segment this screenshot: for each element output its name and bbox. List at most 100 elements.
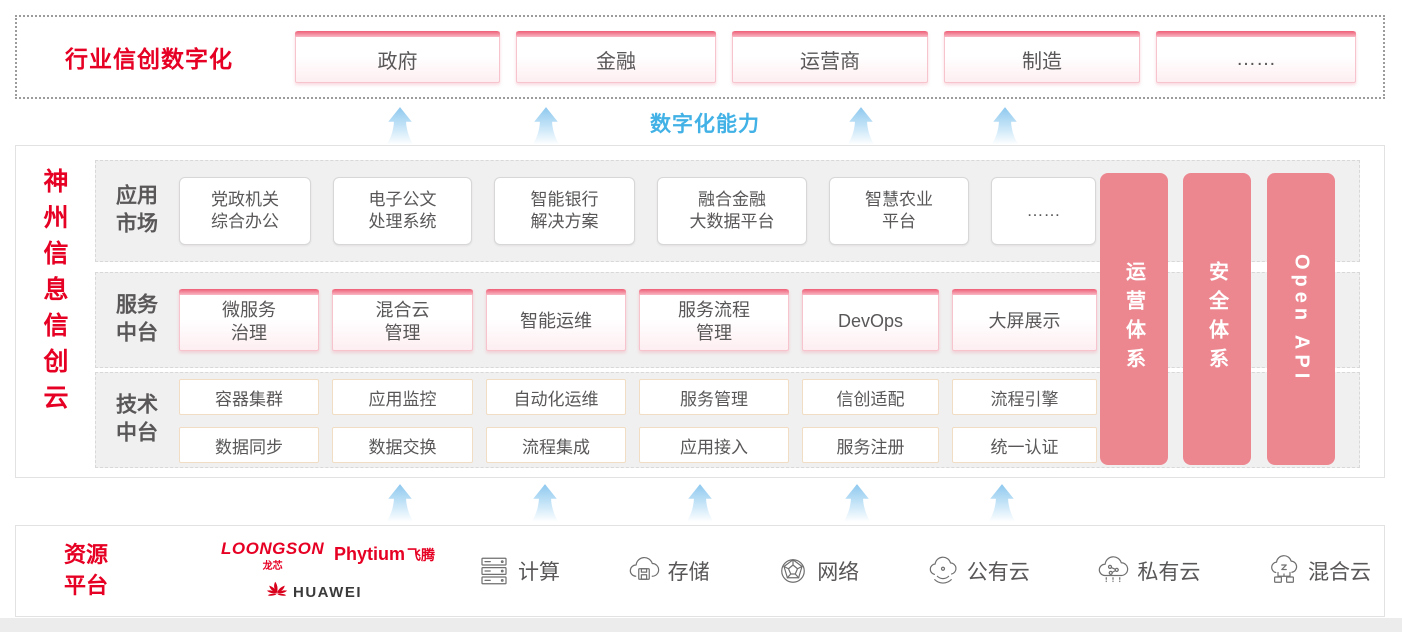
resource-item-label: 计算 [518,561,560,584]
pillar-label: 运营体系 [1122,261,1145,377]
server-icon [481,557,507,585]
loongson-logo-cn: 龙芯 [262,561,283,572]
app-box-label: 智慧农业 平台 [865,189,933,231]
pillar-open-api: Open API [1267,173,1335,465]
industry-box-label: …… [1236,47,1276,70]
service-box-label: 微服务 治理 [222,299,276,343]
service-platform-row: 服务 中台 微服务 治理 混合云 管理 智能运维 服务流程 管理 DevOps … [95,272,1360,368]
phytium-logo-cn: 飞腾 [407,547,436,563]
industry-box-manufacturing: 制造 [944,31,1140,83]
tech-platform-row: 技术 中台 容器集群 应用监控 自动化运维 服务管理 信创适配 流程引擎 数据同… [95,372,1360,468]
resource-item-public-cloud: 公有云 [925,553,1030,589]
app-market-label: 应用 市场 [116,184,158,236]
service-box: 服务流程 管理 [639,289,789,351]
resource-item-label: 公有云 [966,561,1030,584]
service-box-label: 智能运维 [520,311,592,332]
resource-section-title: 资源 平台 [64,542,109,598]
phytium-logo-text: Phytium [334,544,406,564]
industry-box-label: 金融 [596,50,636,73]
resource-item-compute: 计算 [476,553,560,589]
service-box: 混合云 管理 [332,289,473,351]
app-box: 党政机关 综合办公 [179,177,311,245]
capability-label: 数字化能力 [650,113,760,136]
industry-box-government: 政府 [295,31,500,83]
app-box-label: 智能银行 解决方案 [530,189,599,231]
storage-cloud-icon [629,557,659,580]
app-market-boxes: 党政机关 综合办公 电子公文 处理系统 智能银行 解决方案 融合金融 大数据平台… [179,161,1096,261]
app-box: 融合金融 大数据平台 [657,177,807,245]
tech-box-label: 应用接入 [680,437,748,457]
tech-box: 服务注册 [802,427,939,463]
pillar-operation-system: 运营体系 [1100,173,1168,465]
huawei-flower-icon [266,581,288,596]
tech-box: 自动化运维 [486,379,626,415]
service-box-label: 服务流程 管理 [678,299,750,343]
resource-section: 资源 平台 LOONGSON 龙芯 Phytium 飞腾 [15,525,1385,617]
tech-box-label: 应用监控 [368,389,437,409]
resource-items: 计算 存储 网络 [476,526,1371,616]
tech-box-label: 容器集群 [215,389,283,409]
network-globe-icon [781,559,806,583]
app-box-more: …… [991,177,1096,245]
tech-box: 信创适配 [802,379,939,415]
service-platform-label: 服务 中台 [116,293,158,345]
up-arrow-icon [531,484,559,522]
tech-box-label: 数据交换 [368,437,437,457]
tech-box: 应用监控 [332,379,473,415]
industry-box-label: 运营商 [800,50,860,73]
app-box-label: …… [1026,200,1061,220]
tech-box-label: 服务管理 [680,389,748,409]
resource-item-label: 混合云 [1307,561,1371,584]
tech-box-label: 自动化运维 [513,389,599,409]
app-box: 智能银行 解决方案 [494,177,635,245]
industry-box-label: 制造 [1022,50,1062,73]
tech-box: 数据交换 [332,427,473,463]
app-box-label: 融合金融 大数据平台 [689,189,775,231]
service-box: 智能运维 [486,289,626,351]
tech-box: 数据同步 [179,427,319,463]
tech-box-label: 统一认证 [990,437,1059,457]
loongson-logo-text: LOONGSON [221,539,325,558]
huawei-logo: HUAWEI [266,581,362,603]
tech-row-upper: 容器集群 应用监控 自动化运维 服务管理 信创适配 流程引擎 [179,379,1097,415]
tech-box: 应用接入 [639,427,789,463]
tech-box: 流程引擎 [952,379,1097,415]
pillar-label: 安全体系 [1205,261,1228,377]
huawei-logo-text: HUAWEI [293,583,362,601]
service-box: 微服务 治理 [179,289,319,351]
tech-box: 容器集群 [179,379,319,415]
up-arrow-icon [686,484,714,522]
service-box: 大屏展示 [952,289,1097,351]
tech-box: 统一认证 [952,427,1097,463]
service-box: DevOps [802,289,939,351]
service-box-label: DevOps [837,311,904,332]
app-box: 电子公文 处理系统 [333,177,472,245]
resource-item-label: 网络 [817,561,860,584]
tech-box-label: 流程引擎 [990,389,1059,409]
up-arrow-icon [386,107,414,145]
tech-box: 流程集成 [486,427,626,463]
private-cloud-icon [1099,556,1129,583]
resource-item-network: 网络 [775,553,859,589]
tech-box-label: 服务注册 [836,437,905,457]
phytium-logo: Phytium 飞腾 [334,544,435,565]
industry-section: 行业信创数字化 政府 金融 运营商 制造 …… [15,15,1385,99]
industry-box-operator: 运营商 [732,31,928,83]
industry-box-row: 政府 金融 运营商 制造 …… [295,31,1356,83]
tech-box-label: 信创适配 [836,389,905,409]
app-box: 智慧农业 平台 [829,177,969,245]
app-market-row: 应用 市场 党政机关 综合办公 电子公文 处理系统 智能银行 解决方案 融合金融… [95,160,1360,262]
industry-box-label: 政府 [377,50,418,73]
up-arrow-icon [988,484,1016,522]
platform-title: 神州信息信创云 [40,168,68,420]
service-box-label: 大屏展示 [988,311,1061,332]
tech-box-label: 数据同步 [215,437,283,457]
up-arrow-icon [843,484,871,522]
footer-strip [0,618,1402,632]
service-box-label: 混合云 管理 [375,299,430,343]
up-arrow-icon [386,484,414,522]
public-cloud-icon [929,556,957,584]
resource-item-storage: 存储 [626,553,710,589]
app-box-label: 党政机关 综合办公 [211,189,279,231]
